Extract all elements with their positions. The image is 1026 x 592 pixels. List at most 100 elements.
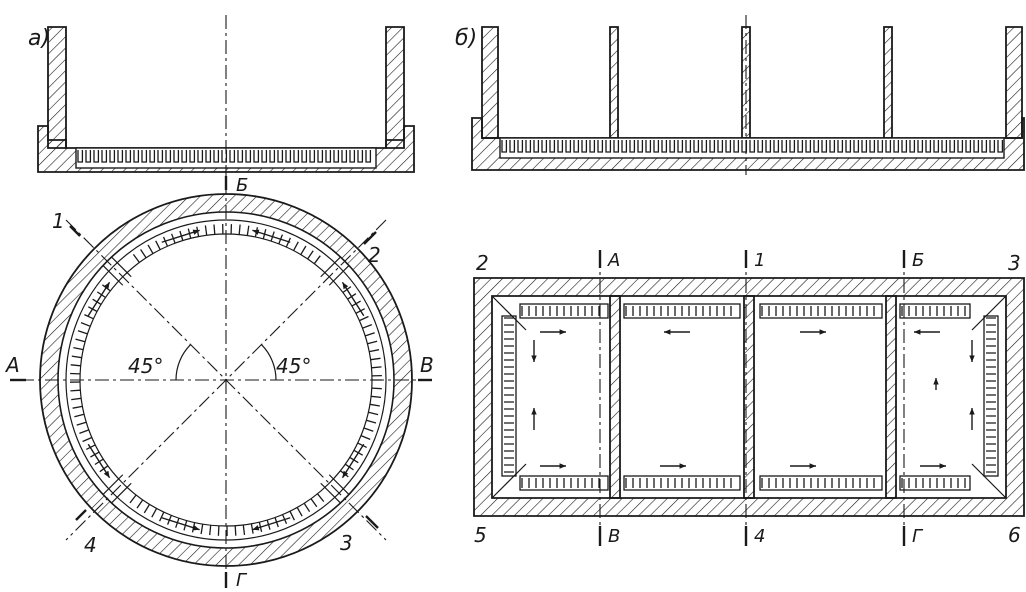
rect-tray-teeth [625,306,732,316]
flow-arrow-head [679,463,686,469]
tray-tooth-row [501,140,1004,153]
flow-arrow-shaft [87,443,111,479]
rect-corner-top-left: 2 [476,251,489,275]
sector-label-3: 3 [340,531,353,555]
circle-label-top: Б [236,175,248,196]
rect-tray-teeth [901,306,966,316]
tray-tooth-row [77,150,372,163]
rect-section-label-g: Г [912,526,924,547]
rect-tray-teeth [986,317,996,473]
rect-corner-bottom-left: 5 [474,523,487,547]
flow-arrow-head [939,463,946,469]
rect-section-label-a: А [607,250,620,271]
angle-arc-left [175,344,192,381]
section-b-partition-1 [609,26,619,139]
flow-arrow-head [914,329,921,335]
rect-tray [501,315,517,477]
circle-partition-line [320,256,341,278]
rect-corner-top-right: 3 [1008,251,1021,275]
section-a-tray-teeth [77,150,372,163]
circle-label-left: А [4,353,20,377]
rect-tray-teeth [761,306,875,316]
rect-tray-teeth [625,478,732,488]
flow-arrow-shaft [161,229,200,243]
rect-tray-teeth [521,478,600,488]
circle-partitions [102,256,350,504]
rect-section-label-1: 1 [754,250,765,271]
section-b: б) [455,15,1025,175]
cut-mark-1 [69,225,81,237]
view-a-label: а) [28,26,50,51]
rect-tray [759,303,883,319]
flow-arrow-head [342,470,349,478]
flow-arrow-head [969,408,975,415]
flow-arrow-head [933,378,939,385]
section-a: а) [28,15,415,178]
angle-arc-right [260,344,277,381]
flow-arrow-head [103,282,110,290]
flow-arrow-head [664,329,671,335]
circle-partition-line [102,265,124,286]
circle-partition-line [320,482,341,504]
flow-arrow-shaft [252,229,291,243]
rect-partition-2 [743,295,755,499]
flow-arrow-head [252,525,260,531]
circle-partition-line [111,482,132,504]
section-b-left-wall [481,26,499,139]
rect-tray [983,315,999,477]
cut-mark-4 [75,509,87,521]
section-b-tray [499,137,1005,159]
section-a-left-wall [47,26,67,149]
flow-arrow-head [531,355,537,362]
rect-tray [899,303,971,319]
flow-arrow-head [192,525,200,531]
rect-tray [759,475,883,491]
flow-arrow-head [819,329,826,335]
rect-diag-br [971,463,1007,499]
flow-arrow-head [252,229,260,235]
flow-arrow-head [559,463,566,469]
flow-arrow-head [559,329,566,335]
rect-partition-3 [885,295,897,499]
plan-a-circle: Б Г А В 1 2 3 4 45° 45° [4,175,434,591]
flow-arrow-head [103,470,110,478]
section-b-tray-teeth [501,140,1004,153]
rect-flow-arrows [531,329,975,469]
rect-section-label-v: В [608,526,620,547]
rect-partition-1 [609,295,621,499]
circle-partition-line [111,256,132,278]
rect-diag-tl [491,295,527,331]
rect-tray [899,475,971,491]
rect-corner-bottom-right: 6 [1008,523,1021,547]
cut-mark-2 [363,231,377,245]
circle-flow-arrows [87,229,365,531]
rect-section-label-4: 4 [754,526,765,547]
angle-label-left: 45° [128,354,163,378]
flow-arrow-head [809,463,816,469]
rect-section-label-b: Б [912,250,924,271]
rect-diag-tr [971,295,1007,331]
flow-arrow-shaft [87,281,111,317]
rect-trays [501,303,999,491]
flow-arrow-shaft [341,443,365,479]
rect-tray-teeth [504,317,514,473]
section-b-right-wall [1005,26,1023,139]
section-b-partition-3 [883,26,893,139]
flow-arrow-head [531,408,537,415]
sector-label-1: 1 [52,209,65,233]
flow-arrow-head [342,282,349,290]
flow-arrow-shaft [161,517,200,531]
sector-label-2: 2 [368,243,381,267]
circle-partition-line [328,265,350,286]
flow-arrow-shaft [341,281,365,317]
rect-tray-teeth [521,306,600,316]
rect-diag-bl [491,463,527,499]
rect-tray-teeth [761,478,875,488]
rect-tray-teeth [901,478,966,488]
flow-arrow-shaft [252,517,291,531]
flow-arrow-head [192,229,200,235]
angle-label-right: 45° [276,354,311,378]
circle-label-right: В [420,353,434,377]
plan-b-rect: 2 3 5 6 А 1 Б В 4 Г [473,250,1025,547]
view-b-label: б) [455,26,477,51]
